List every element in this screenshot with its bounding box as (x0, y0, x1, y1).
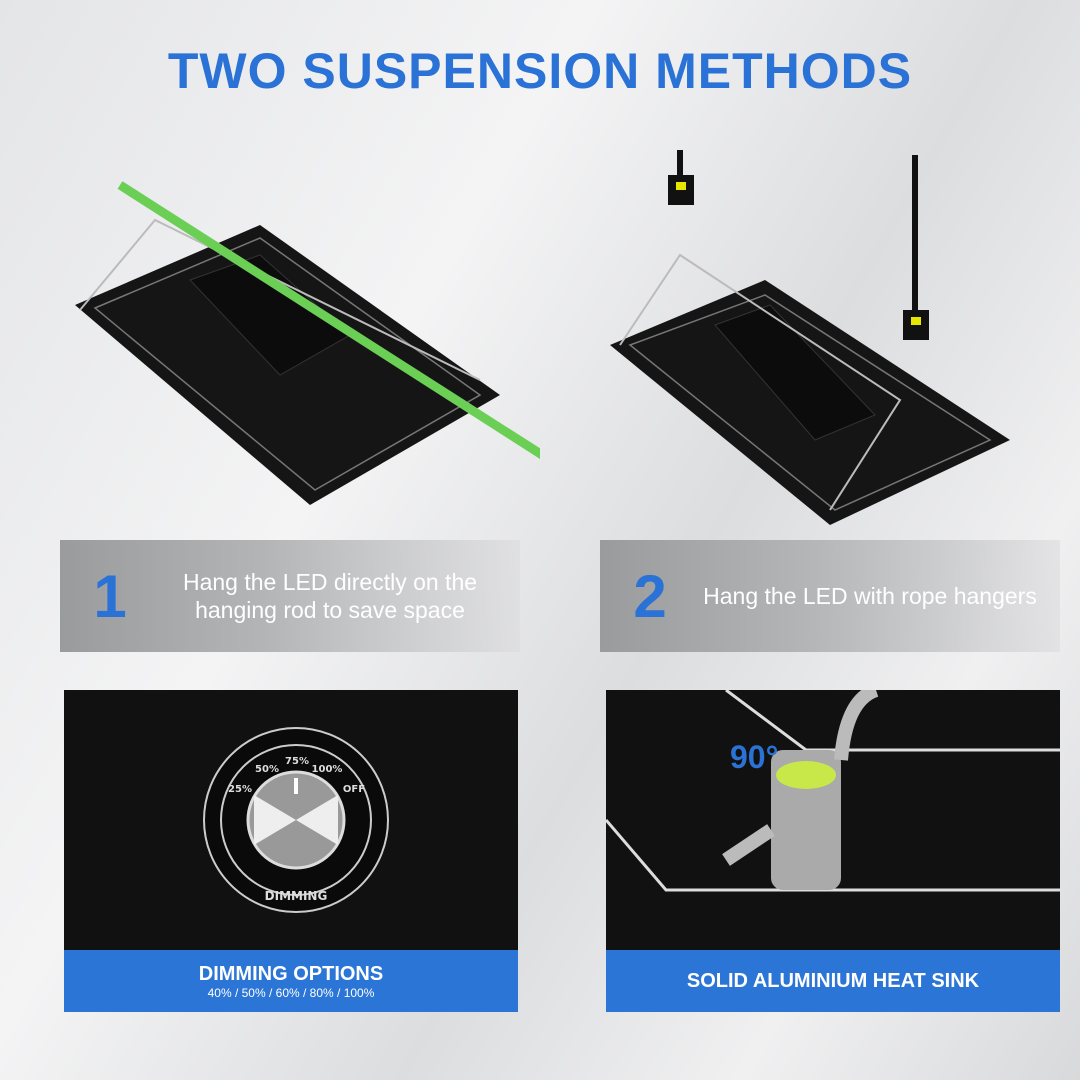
heat-sink-feature-card: 90° SOLID ALUMINIUM HEAT SINK (604, 683, 1060, 1012)
led-panel-rope-hanger-image (610, 150, 1010, 525)
feature-heading: SOLID ALUMINIUM HEAT SINK (686, 969, 980, 992)
led-panel-on-rod-image (75, 181, 540, 505)
dimming-caption-bar: DIMMING OPTIONS 40% / 50% / 60% / 80% / … (64, 950, 518, 1012)
dimming-feature-card: 25% 50% 75% 100% OFF DIMMING DIMMING OPT… (64, 690, 518, 1012)
svg-text:75%: 75% (285, 756, 309, 767)
feature-heading: DIMMING OPTIONS (198, 962, 384, 985)
method-description: Hang the LED directly on the hanging rod… (182, 569, 478, 623)
svg-text:50%: 50% (255, 764, 279, 775)
svg-text:DIMMING: DIMMING (265, 889, 328, 903)
heat-sink-caption-bar: SOLID ALUMINIUM HEAT SINK (606, 950, 1060, 1012)
dimming-levels: 40% / 50% / 60% / 80% / 100% (207, 985, 375, 1000)
svg-text:25%: 25% (228, 784, 252, 795)
method-2-banner: 2 Hang the LED with rope hangers (600, 540, 1060, 652)
svg-text:100%: 100% (312, 764, 343, 775)
svg-text:OFF: OFF (343, 784, 365, 795)
method-number: 1 (93, 562, 127, 630)
method-number: 2 (633, 562, 667, 630)
method-description: Hang the LED with rope hangers (703, 583, 1037, 609)
rotation-angle-label: 90° (730, 739, 778, 775)
heat-sink-hook-image: 90° (604, 683, 1060, 892)
page-title: TWO SUSPENSION METHODS (167, 43, 913, 99)
dimming-knob-image: 25% 50% 75% 100% OFF DIMMING (203, 727, 389, 913)
method-1-banner: 1 Hang the LED directly on the hanging r… (60, 540, 520, 652)
